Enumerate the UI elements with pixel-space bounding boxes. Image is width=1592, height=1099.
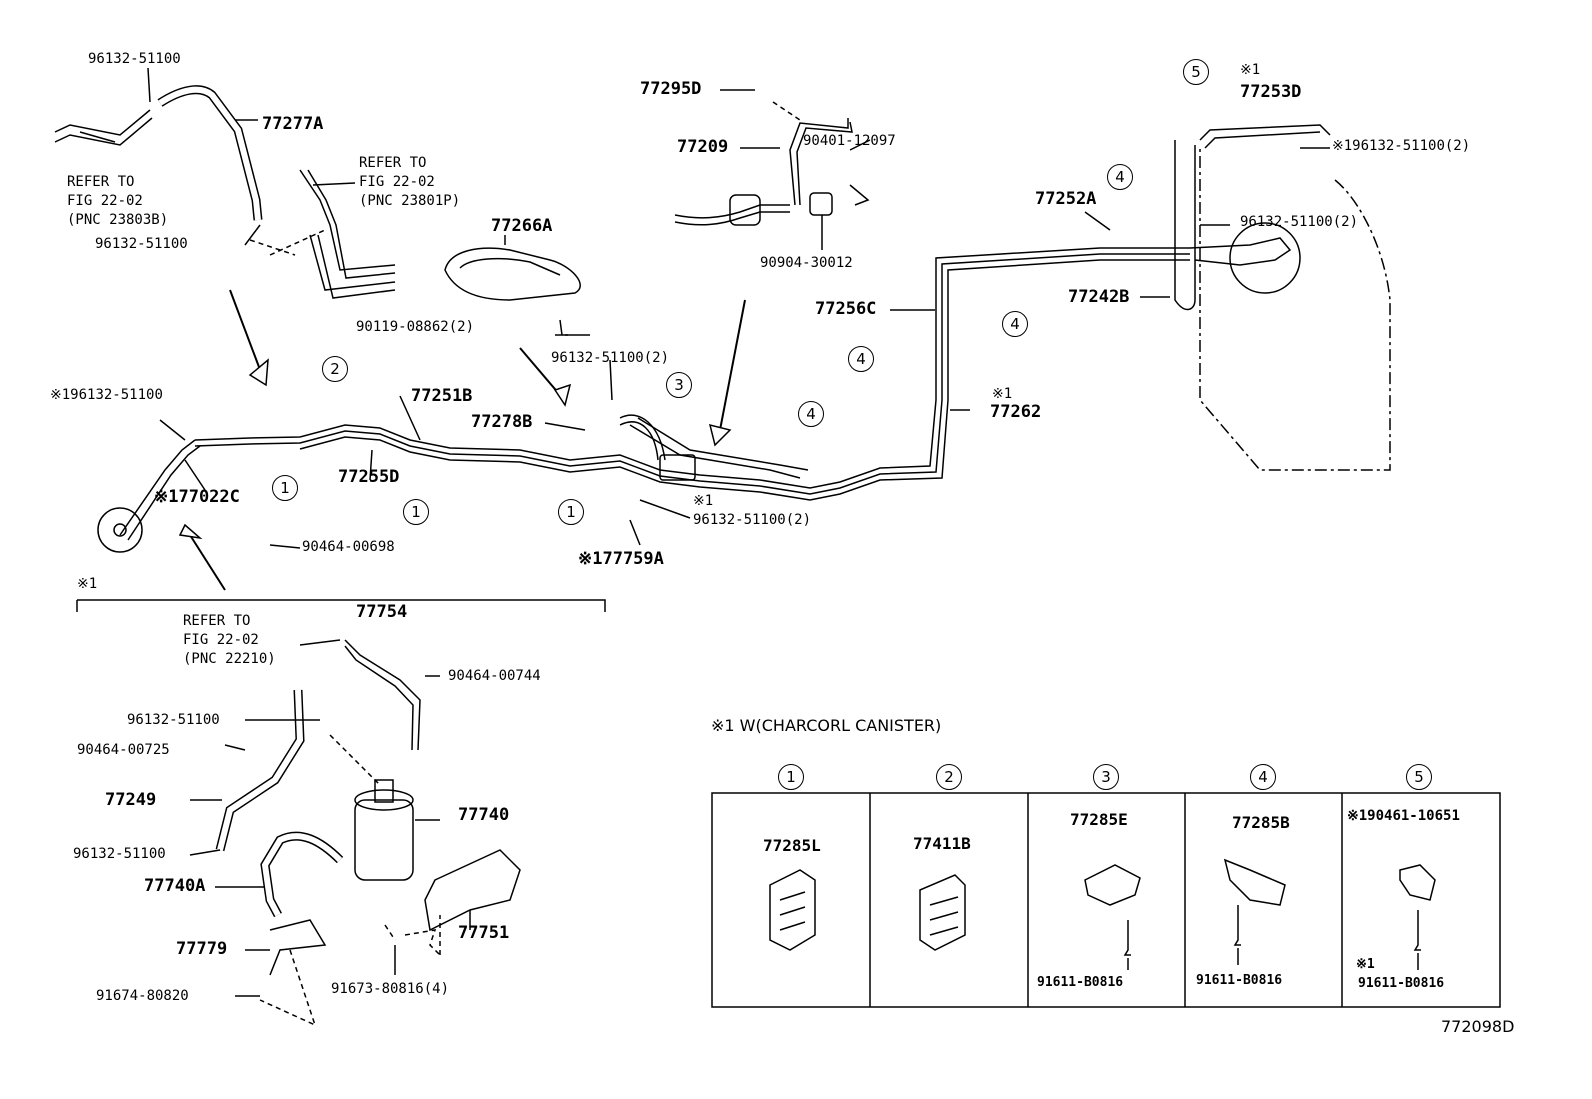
label-77278b[interactable]: 77278B (471, 412, 533, 432)
legend-part-2[interactable]: 77411B (913, 834, 971, 853)
legend-part-1[interactable]: 77285L (763, 836, 821, 855)
label-96132-2-mid[interactable]: 96132-51100(2) (551, 350, 670, 366)
legend-part-5[interactable]: ※190461-10651 (1347, 808, 1460, 824)
star-77253d: ※1 (1240, 62, 1261, 78)
callout-3[interactable]: 3 (666, 372, 692, 398)
legend-title: ※1 W(CHARCORL CANISTER) (711, 716, 942, 735)
heat-shield-77266a (444, 247, 581, 301)
label-77266a[interactable]: 77266A (491, 216, 553, 236)
label-77022c[interactable]: ※177022C (154, 487, 240, 507)
label-96132-2-tr[interactable]: 96132-51100(2) (1240, 214, 1359, 230)
legend-sub-3[interactable]: 91611-B0816 (1037, 975, 1124, 990)
label-91674[interactable]: 91674-80820 (96, 988, 189, 1004)
label-77253d[interactable]: 77253D (1240, 82, 1302, 102)
label-90904[interactable]: 90904-30012 (760, 255, 853, 271)
figure-id: 772098D (1441, 1017, 1515, 1036)
label-77255d[interactable]: 77255D (338, 467, 400, 487)
label-90464-725[interactable]: 90464-00725 (77, 742, 170, 758)
callout-4-c[interactable]: 4 (1002, 311, 1028, 337)
label-77759a[interactable]: ※177759A (578, 549, 664, 569)
callout-1-c[interactable]: 1 (558, 499, 584, 525)
label-90401[interactable]: 90401-12097 (803, 133, 896, 149)
label-90464-698[interactable]: 90464-00698 (302, 539, 395, 555)
label-77256c[interactable]: 77256C (815, 299, 877, 319)
label-96132-2-low[interactable]: 96132-51100(2) (693, 512, 812, 528)
callout-5[interactable]: 5 (1183, 59, 1209, 85)
label-90119[interactable]: 90119-08862(2) (356, 319, 475, 335)
star-group: ※1 (77, 576, 98, 592)
star-77262: ※1 (992, 386, 1013, 402)
callout-4-d[interactable]: 4 (1107, 164, 1133, 190)
label-77209[interactable]: 77209 (677, 137, 729, 157)
label-77779[interactable]: 77779 (176, 939, 228, 959)
label-96132-x1-tr[interactable]: ※196132-51100(2) (1332, 138, 1471, 154)
callout-1-b[interactable]: 1 (403, 499, 429, 525)
label-96132-can[interactable]: 96132-51100 (127, 712, 220, 728)
label-77249[interactable]: 77249 (105, 790, 157, 810)
clamp-77285l (769, 869, 816, 951)
refer-note-23803b: REFER TO FIG 22-02 (PNC 23803B) (67, 174, 169, 228)
clamp-77285b (1223, 858, 1286, 906)
label-96132-x1-left[interactable]: ※196132-51100 (50, 387, 163, 403)
label-77295d[interactable]: 77295D (640, 79, 702, 99)
label-77252a[interactable]: 77252A (1035, 189, 1097, 209)
legend-num-1: 1 (778, 764, 804, 790)
legend-part-4[interactable]: 77285B (1232, 813, 1290, 832)
callout-2[interactable]: 2 (322, 356, 348, 382)
legend-num-2: 2 (936, 764, 962, 790)
legend-sub-5[interactable]: 91611-B0816 (1358, 976, 1445, 991)
label-77754[interactable]: 77754 (356, 602, 408, 622)
label-77242b[interactable]: 77242B (1068, 287, 1130, 307)
clamp-90461 (1399, 864, 1436, 901)
legend-num-4: 4 (1250, 764, 1276, 790)
legend-part-3[interactable]: 77285E (1070, 810, 1128, 829)
callout-4-a[interactable]: 4 (798, 401, 824, 427)
clamp-77285e (1084, 864, 1141, 906)
label-96132-can2[interactable]: 96132-51100 (73, 846, 166, 862)
label-91673[interactable]: 91673-80816(4) (331, 981, 450, 997)
label-77251b[interactable]: 77251B (411, 386, 473, 406)
label-77262[interactable]: 77262 (990, 402, 1042, 422)
label-77740[interactable]: 77740 (458, 805, 510, 825)
refer-note-23801p: REFER TO FIG 22-02 (PNC 23801P) (359, 155, 461, 209)
callout-1-a[interactable]: 1 (272, 475, 298, 501)
callout-4-b[interactable]: 4 (848, 346, 874, 372)
label-77277a[interactable]: 77277A (262, 114, 324, 134)
label-96132-left[interactable]: 96132-51100 (95, 236, 188, 252)
legend-num-5: 5 (1406, 764, 1432, 790)
star-96132-low: ※1 (693, 493, 714, 509)
clamp-77411b (919, 874, 966, 951)
legend-num-3: 3 (1093, 764, 1119, 790)
refer-note-22210: REFER TO FIG 22-02 (PNC 22210) (183, 613, 276, 667)
label-96132-top[interactable]: 96132-51100 (88, 51, 181, 67)
label-77751[interactable]: 77751 (458, 923, 510, 943)
label-77740a[interactable]: 77740A (144, 876, 206, 896)
label-90464-744[interactable]: 90464-00744 (448, 668, 541, 684)
legend-sub-5-star: ※1 (1356, 957, 1375, 972)
legend-sub-4[interactable]: 91611-B0816 (1196, 973, 1283, 988)
